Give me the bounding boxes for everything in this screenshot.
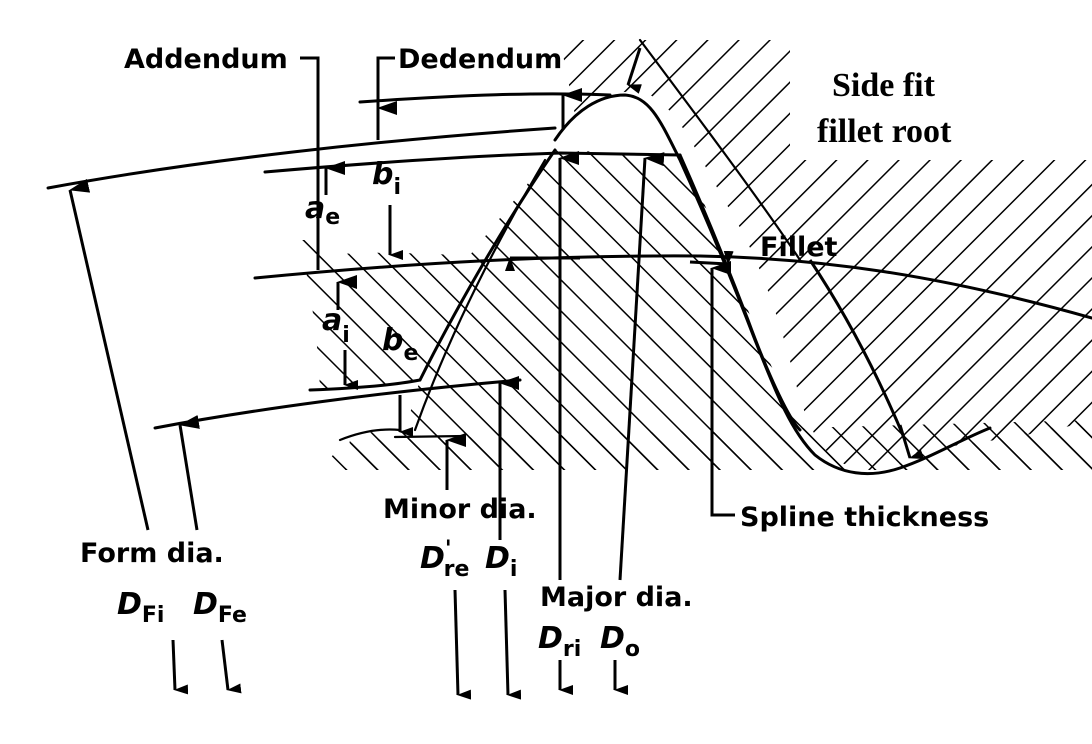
- dre-down-arrow: [453, 589, 472, 700]
- major-dia-leader-2: [618, 152, 665, 581]
- form-dia-arc-outer: [46, 126, 557, 190]
- symbol-ae: ae: [305, 191, 340, 230]
- fillet-label: Fillet: [760, 232, 838, 263]
- spline-thickness-arrow-right: [689, 250, 734, 266]
- outer-arc-dedendum: [358, 92, 612, 104]
- addendum-label: Addendum: [124, 44, 288, 75]
- major-dia-label: Major dia.: [540, 582, 693, 613]
- fillet-curve-left: [338, 428, 402, 442]
- upper-right-boundary: [638, 38, 802, 262]
- lower-dimension-line: [393, 434, 467, 439]
- symbol-di: Di: [485, 541, 517, 582]
- addendum-leader: [300, 56, 320, 270]
- fillet-leader-arrow: [898, 424, 924, 460]
- top-e-arrow: [626, 47, 642, 94]
- symbol-dfe: DFe: [193, 587, 247, 628]
- symbol-ai: ai: [322, 303, 350, 348]
- dedendum-leader: [376, 56, 395, 110]
- dfi-down-arrow: [171, 639, 189, 695]
- symbol-dre: D're: [420, 537, 469, 582]
- dedendum-label: Dedendum: [398, 44, 562, 75]
- spline-thickness-leader: [710, 268, 735, 517]
- symbol-be: be: [382, 323, 418, 366]
- form-dia-fi-leader: [68, 178, 150, 531]
- di-down-arrow: [503, 589, 522, 700]
- symbol-do: Do: [600, 621, 640, 662]
- form-dia-label: Form dia.: [80, 538, 224, 569]
- pitch-arc: [253, 254, 1092, 320]
- minor-dia-label: Minor dia.: [383, 494, 537, 525]
- symbol-bi: bi: [372, 157, 401, 200]
- symbol-dri: Dri: [538, 621, 581, 662]
- form-dia-fe-leader: [178, 415, 200, 531]
- external-tooth-left-flank-inner: [413, 158, 547, 432]
- fillet-leader: [808, 259, 907, 441]
- title-line1: Side fit: [832, 67, 936, 104]
- spline-thickness-label: Spline thickness: [740, 502, 989, 533]
- major-dia-arc: [263, 151, 682, 174]
- dfe-down-arrow: [220, 639, 242, 694]
- external-tooth-right-flank: [678, 153, 802, 432]
- symbol-dfi: DFi: [117, 587, 164, 628]
- title-line2: fillet root: [817, 113, 952, 150]
